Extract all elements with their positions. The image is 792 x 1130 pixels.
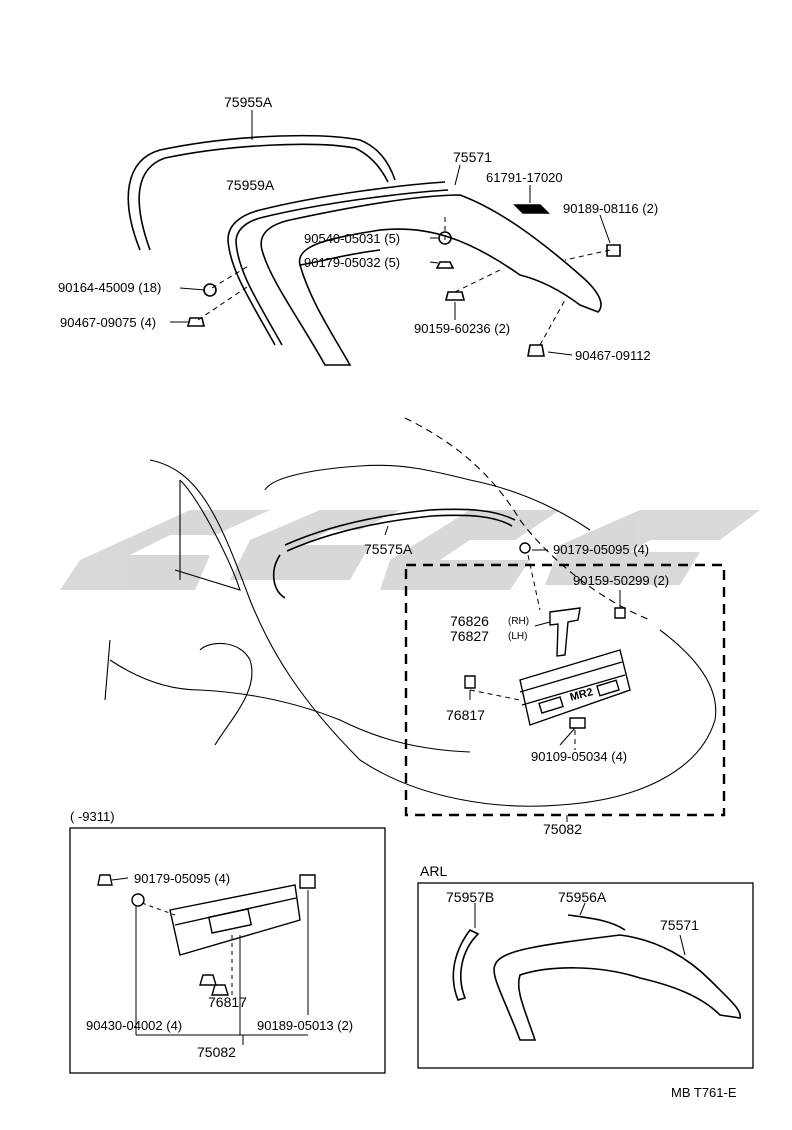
label-76827-side: (LH)	[508, 631, 528, 642]
label-inset-90189-05013: 90189-05013 (2)	[257, 1018, 354, 1033]
garnish-drawing	[464, 542, 631, 729]
inset-left-dashed	[141, 902, 233, 995]
middle-dashed-leaders	[469, 554, 576, 750]
label-90164-45009: 90164-45009 (18)	[58, 280, 162, 295]
label-inset-75571: 75571	[660, 917, 699, 933]
label-90159-50299: 90159-50299 (2)	[573, 573, 670, 588]
inset-left-leaders	[111, 877, 309, 1045]
label-76826-side: (RH)	[508, 616, 530, 627]
label-76827: 76827	[450, 628, 489, 644]
diagram-code: MB T761-E	[671, 1085, 737, 1100]
top-solid-leaders	[170, 110, 611, 356]
inset-right-leaders	[474, 902, 686, 956]
label-76817: 76817	[446, 707, 485, 723]
label-90179-05095: 90179-05095 (4)	[553, 542, 650, 557]
inset-left-drawing	[97, 874, 316, 996]
inset-left-title: ( -9311)	[70, 809, 115, 824]
inset-left-frame	[69, 827, 386, 1074]
label-76826: 76826	[450, 613, 489, 629]
top-parts-drawing	[127, 134, 621, 366]
label-75956a: 75956A	[558, 889, 607, 905]
label-75571-top: 75571	[453, 149, 492, 165]
label-75575a: 75575A	[364, 541, 413, 557]
label-61791-17020: 61791-17020	[486, 170, 563, 185]
car-body-drawing	[104, 417, 717, 807]
callout-box-75082	[404, 563, 726, 817]
label-90540-05031: 90540-05031 (5)	[304, 231, 401, 246]
label-90189-08116: 90189-08116 (2)	[563, 201, 659, 216]
top-leader-lines	[197, 215, 611, 346]
label-90467-09112: 90467-09112	[575, 348, 651, 363]
inset-right-title: ARL	[420, 863, 448, 879]
label-inset-90179-05095: 90179-05095 (4)	[134, 871, 231, 886]
label-90159-60236: 90159-60236 (2)	[414, 321, 511, 336]
label-75959a: 75959A	[226, 177, 275, 193]
inset-right-frame	[417, 882, 754, 1069]
label-75957b: 75957B	[446, 889, 495, 905]
label-90467-09075: 90467-09075 (4)	[60, 315, 157, 330]
label-inset-76817: 76817	[208, 994, 247, 1010]
label-inset-90430-04002: 90430-04002 (4)	[86, 1018, 183, 1033]
label-75955a: 75955A	[224, 94, 273, 110]
label-75082: 75082	[543, 821, 582, 837]
label-90179-05032: 90179-05032 (5)	[304, 255, 401, 270]
label-inset-75082: 75082	[197, 1044, 236, 1060]
middle-leaders	[384, 525, 621, 822]
strip-75575a	[272, 508, 516, 599]
inset-right-drawing	[452, 914, 741, 1041]
label-90109-05034: 90109-05034 (4)	[531, 749, 628, 764]
